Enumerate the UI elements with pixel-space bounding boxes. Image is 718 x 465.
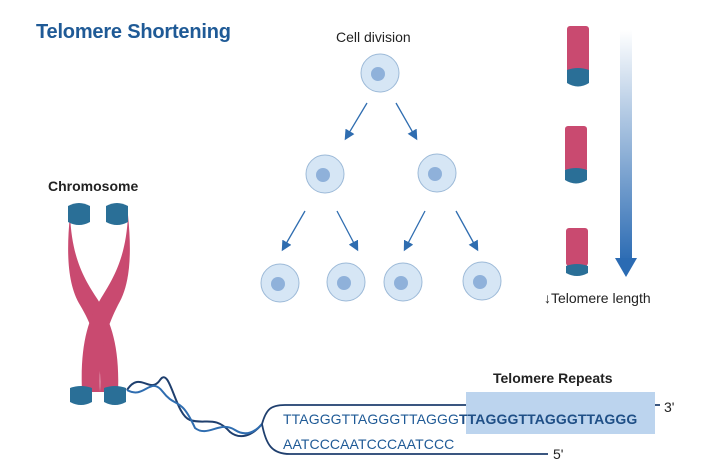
telomere-cap <box>70 386 92 405</box>
chromosome <box>68 203 130 405</box>
telomere-cap <box>68 203 90 225</box>
division-arrows <box>281 102 479 252</box>
sequence-top-strand: TTAGGGTTAGGGTTAGGGTTAGGGTTAGGGTTAGGG <box>283 411 637 427</box>
cell-gen2-2 <box>326 262 366 302</box>
telomere-cap <box>104 386 126 405</box>
telomere-cap <box>106 203 128 225</box>
cell-gen2-1 <box>260 263 300 303</box>
sequence-top-plain: TTAGGGTTAGGGTTAGGG <box>283 411 460 427</box>
chromatid-medium <box>565 126 587 184</box>
division-arrow <box>395 102 418 141</box>
cell-gen1-right <box>417 153 457 193</box>
chromatid-long <box>567 26 589 87</box>
division-arrow <box>403 210 426 252</box>
division-arrow <box>344 102 368 141</box>
telomere-repeats-label: Telomere Repeats <box>493 370 613 386</box>
strand-end-3prime: 3' <box>664 399 675 415</box>
strand-end-5prime: 5' <box>553 446 564 462</box>
telomere-length-label: ↓Telomere length <box>544 290 651 306</box>
division-arrow <box>336 210 359 252</box>
division-arrow <box>281 210 306 252</box>
page-title: Telomere Shortening <box>36 21 231 43</box>
cell-division-label: Cell division <box>336 29 411 45</box>
cell-gen1-left <box>305 154 345 194</box>
cells <box>260 53 502 303</box>
telomere-shortening-series <box>565 26 589 276</box>
cell-gen2-3 <box>383 262 423 302</box>
sequence-bottom-strand: AATCCCAATCCCAATCCC <box>283 436 455 452</box>
cell-parent <box>360 53 400 93</box>
dna-helix <box>126 376 263 438</box>
division-arrow <box>455 210 479 252</box>
chromosome-label: Chromosome <box>48 178 139 194</box>
cell-gen2-4 <box>462 261 502 301</box>
sequence-top-highlight: TTAGGGTTAGGGTTAGGG <box>459 411 638 427</box>
telomere-length-arrow <box>615 30 637 277</box>
chromatid-short <box>566 228 588 276</box>
repeats-highlight <box>466 392 655 434</box>
